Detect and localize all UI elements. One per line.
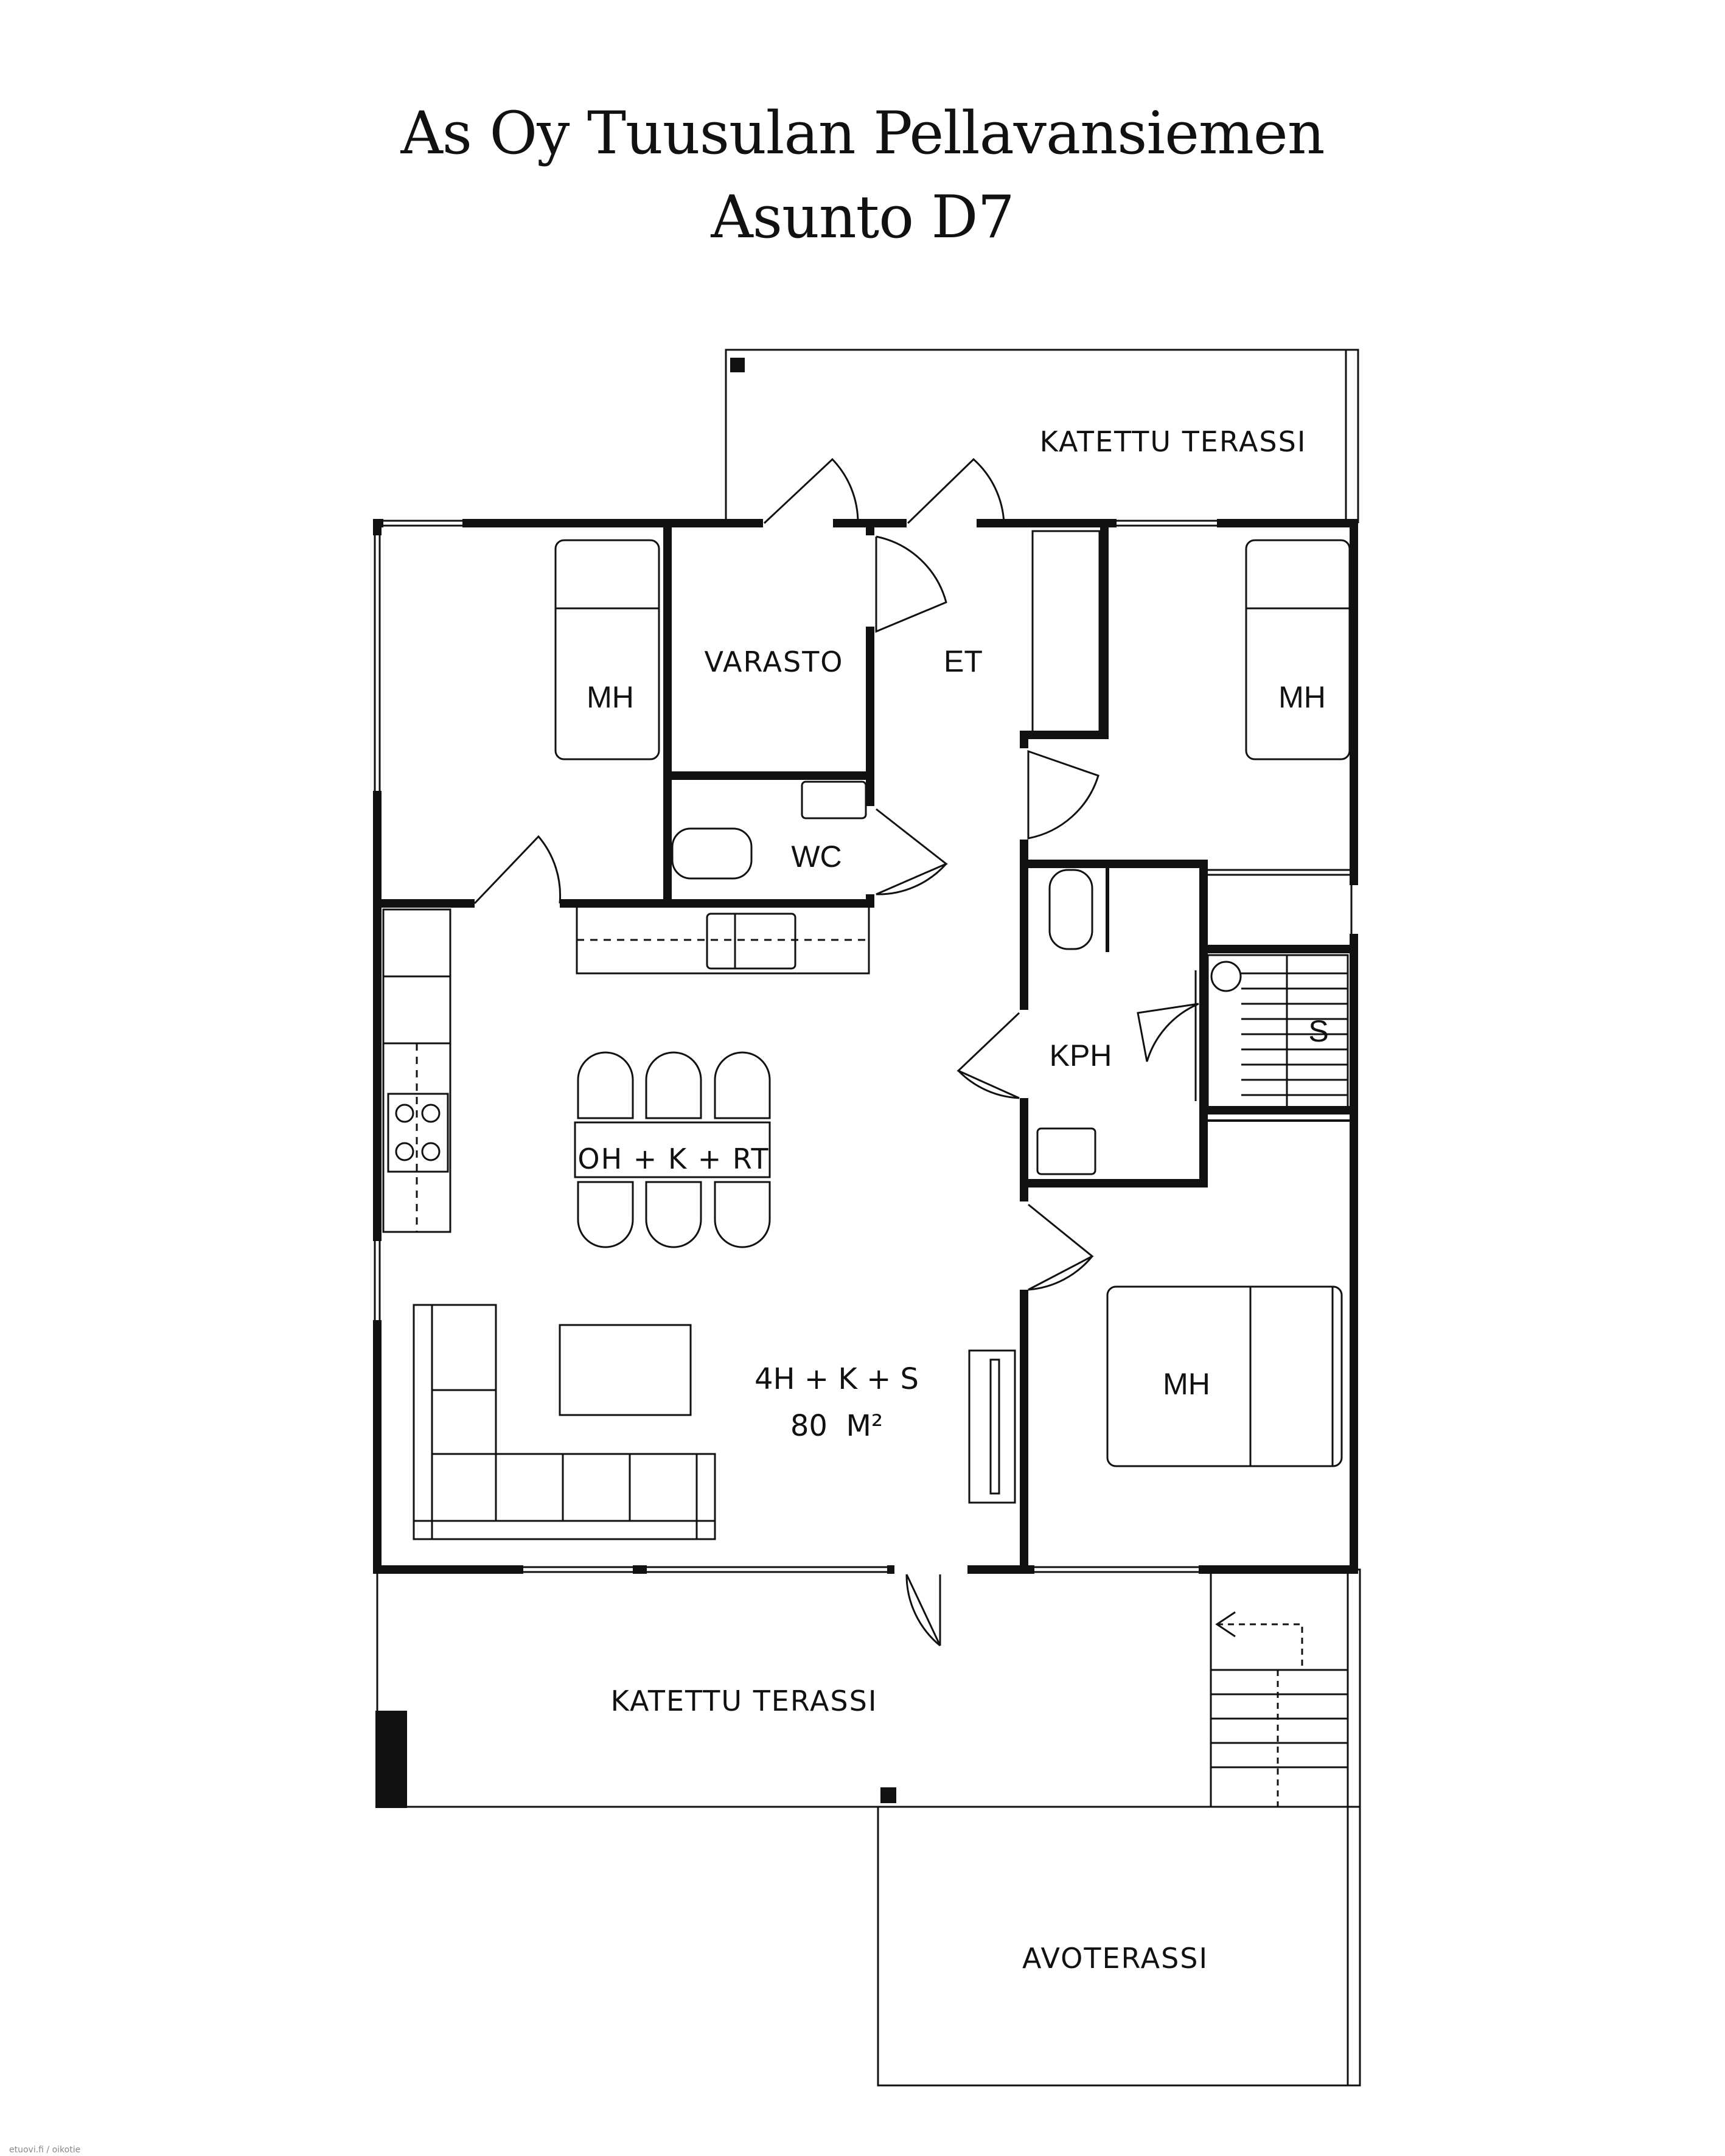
label-area: 80 M²: [790, 1409, 883, 1443]
chair: [714, 1181, 771, 1248]
toilet-wc: [671, 827, 753, 880]
label-open-terrace: AVOTERASSI: [1022, 1942, 1208, 1975]
sofa: [413, 1304, 716, 1540]
label-living: OH + K + RT: [577, 1142, 769, 1175]
toilet-kph: [1048, 869, 1093, 950]
door-swing-sauna: [1137, 1003, 1199, 1062]
open-terrace-outline: [877, 1806, 1361, 2087]
sink-kph: [1036, 1127, 1096, 1175]
image-credit: etuovi.fi / oikotie: [9, 2145, 80, 2155]
kitchen-sink: [706, 913, 796, 970]
furniture: [382, 530, 1352, 1807]
door-swing-top-2: [907, 457, 1005, 524]
label-layout: 4H + K + S: [754, 1362, 919, 1396]
label-bedroom-bottom: MH: [1163, 1367, 1210, 1401]
door-swing-et: [875, 535, 947, 633]
labels: KATETTU TERASSI MH VARASTO ET MH WC KPH …: [9, 425, 1329, 2155]
sauna-stove: [1210, 961, 1242, 992]
bed-bottom: [1106, 1285, 1343, 1467]
door-swing-bedroom-right: [1027, 749, 1099, 840]
label-sauna: S: [1308, 1014, 1328, 1048]
sink-wc: [801, 781, 867, 819]
door-swing-bedroom-left: [473, 835, 562, 905]
plan-title: As Oy Tuusulan Pellavansiemen Asunto D7: [0, 91, 1725, 259]
post-top: [730, 358, 745, 372]
stairs: [1211, 1611, 1348, 1807]
label-wc: WC: [791, 840, 842, 874]
chair: [577, 1051, 634, 1119]
stove: [387, 1093, 449, 1173]
label-terrace-top: KATETTU TERASSI: [1040, 425, 1307, 458]
label-bedroom-right: MH: [1278, 680, 1326, 714]
sauna-benches: [1207, 954, 1349, 1108]
coffee-table: [559, 1324, 692, 1416]
label-storage: VARASTO: [704, 645, 843, 678]
label-entry: ET: [944, 644, 983, 678]
door-swing-kph: [957, 1012, 1020, 1099]
doors: [473, 457, 1199, 1647]
door-swing-terrace-bottom: [905, 1574, 941, 1647]
door-swing-bedroom-bottom: [1028, 1203, 1094, 1291]
title-line-1: As Oy Tuusulan Pellavansiemen: [400, 99, 1325, 167]
tv-stand: [968, 1349, 1016, 1504]
top-terrace-outline: [725, 349, 1359, 523]
chair: [645, 1051, 702, 1119]
chair: [577, 1181, 634, 1248]
door-swing-top-1: [763, 457, 859, 524]
post-bottom: [880, 1787, 896, 1803]
wall-block-bottom-left: [375, 1711, 407, 1808]
windows: [372, 518, 1359, 1574]
dining-table: [574, 1121, 771, 1178]
label-bathroom: KPH: [1050, 1038, 1112, 1073]
label-bedroom-left: MH: [587, 680, 634, 714]
label-terrace-bottom: KATETTU TERASSI: [611, 1685, 878, 1717]
title-line-2: Asunto D7: [711, 183, 1014, 251]
bed-left: [554, 539, 660, 760]
chair: [645, 1181, 702, 1248]
bed-right: [1245, 539, 1351, 760]
chair: [714, 1051, 771, 1119]
door-swing-wc: [876, 808, 948, 895]
